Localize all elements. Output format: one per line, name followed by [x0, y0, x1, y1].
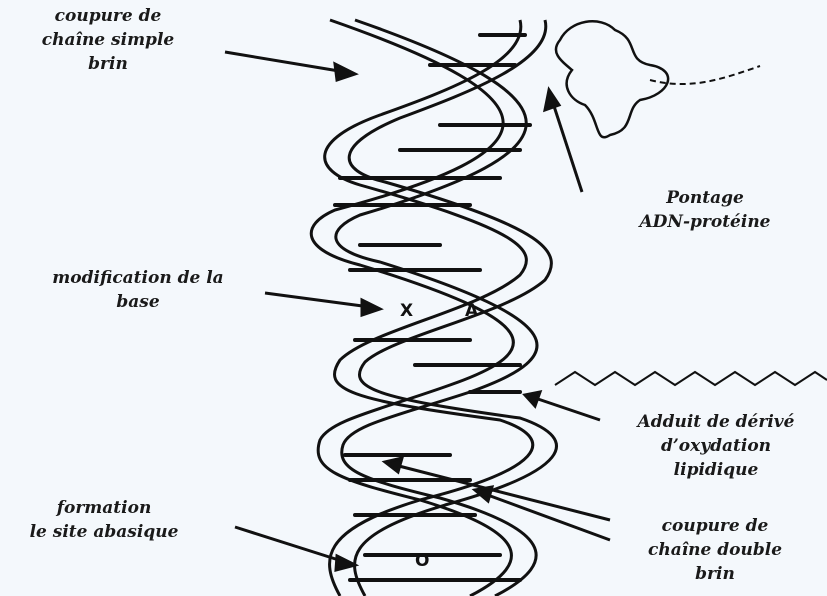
label-line: coupure de [605, 514, 825, 538]
label-line: chaîne simple [18, 28, 198, 52]
arrow-single-strand-break [225, 52, 345, 72]
arrowhead [336, 556, 355, 570]
abasic-site-mark: O [415, 551, 429, 571]
label-line: chaîne double [605, 538, 825, 562]
arrow-double-strand-break-2 [485, 494, 610, 540]
label-base-modification: modification de la base [8, 266, 268, 314]
label-line: modification de la [8, 266, 268, 290]
label-abasic-site: formation le site abasique [0, 496, 214, 544]
arrow-base-modification [265, 293, 370, 307]
label-line: brin [18, 52, 198, 76]
arrowhead [362, 300, 380, 315]
label-line: brin [605, 562, 825, 586]
label-line: coupure de [18, 4, 198, 28]
label-line: d’oxydation [605, 434, 827, 458]
label-double-strand-break: coupure de chaîne double brin [605, 514, 825, 586]
modified-base-mark: X [400, 301, 413, 321]
arrowhead [475, 487, 492, 501]
arrowhead [385, 458, 402, 472]
arrowhead [335, 64, 355, 80]
label-line: base [8, 290, 268, 314]
label-dna-protein-crosslink: Pontage ADN-protéine [600, 186, 810, 234]
dna-helix [311, 20, 556, 596]
label-line: ADN-protéine [600, 210, 810, 234]
paired-base-mark: A [465, 301, 479, 321]
arrow-crosslink [552, 100, 582, 192]
arrowhead [545, 90, 559, 110]
lipid-zigzag-chain [555, 372, 827, 385]
label-line: formation [0, 496, 214, 520]
label-line: le site abasique [0, 520, 214, 544]
label-line: lipidique [605, 458, 827, 482]
arrow-lipid-adduct [535, 398, 600, 420]
label-line: Adduit de dérivé [605, 410, 827, 434]
arrowhead [525, 392, 540, 406]
label-single-strand-break: coupure de chaîne simple brin [18, 4, 198, 76]
arrow-abasic-site [235, 527, 345, 562]
label-lipid-oxidation-adduct: Adduit de dérivé d’oxydation lipidique [605, 410, 827, 482]
label-line: Pontage [600, 186, 810, 210]
